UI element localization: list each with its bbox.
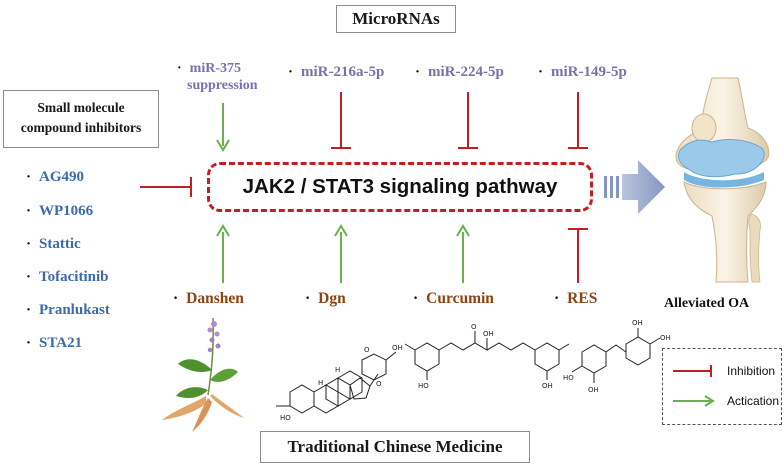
small-molecule-title-line2: compound inhibitors (20, 120, 142, 135)
big-right-arrow (604, 160, 665, 214)
res-oh1-label: OH (588, 386, 599, 394)
mirna-216a: ·miR-216a-5p (288, 64, 385, 80)
tcm-dgn-label: Dgn (318, 290, 346, 307)
danshen-activation-arrow (216, 224, 230, 283)
danshen-plant-illustration (162, 317, 244, 432)
tcm-res-label: RES (567, 290, 598, 307)
dgn-ho-label: HO (280, 414, 291, 422)
alleviated-oa-label: Alleviated OA (664, 296, 750, 311)
tcm-curcumin-label: Curcumin (426, 290, 494, 307)
res-oh2-label: OH (660, 334, 671, 342)
mirna-216a-label: miR-216a-5p (301, 64, 385, 80)
mirna-149-inhibition-bar (568, 92, 588, 149)
inhibitor-inhibition-bar (140, 177, 192, 197)
knee-joint-illustration (675, 77, 770, 283)
curcumin-ho-label: HO (418, 382, 429, 390)
tcm-title: Traditional Chinese Medicine (260, 431, 530, 463)
dgn-h1-label: H (335, 366, 340, 374)
dgn-oh-label: OH (392, 344, 403, 352)
dgn-o2-label: O (376, 380, 382, 388)
inhibitor-item: ·Tofacitinib (26, 269, 109, 285)
res-chemical-structure (571, 328, 661, 383)
dgn-h2-label: H (318, 379, 323, 387)
curcumin-oh2-label: OH (542, 382, 553, 390)
legend-activation-label: Actication (727, 394, 780, 408)
mirna-216a-inhibition-bar (331, 92, 351, 149)
tcm-danshen: ·Danshen (173, 290, 244, 307)
dgn-activation-arrow (334, 224, 348, 283)
inhibitor-label: Pranlukast (39, 302, 110, 318)
inhibitor-item: ·STA21 (26, 335, 83, 351)
legend-inhibition-label: Inhibition (727, 364, 776, 378)
jak2-stat3-pathway-box: JAK2 / STAT3 signaling pathway (207, 162, 593, 212)
inhibitor-label: Stattic (39, 236, 81, 252)
mirna-375-activation-arrow (216, 103, 230, 152)
res-oh3-label: OH (632, 319, 643, 327)
small-molecule-title-line1: Small molecule (37, 100, 125, 115)
inhibitor-label: AG490 (39, 169, 85, 185)
tcm-curcumin: ·Curcumin (413, 290, 494, 307)
res-inhibition-bar (568, 228, 588, 283)
tcm-dgn: ·Dgn (305, 290, 346, 307)
mirna-375-line2: suppression (187, 78, 258, 93)
curcumin-oh1-label: OH (483, 330, 494, 338)
mirna-149-label: miR-149-5p (551, 64, 627, 80)
tcm-danshen-label: Danshen (186, 290, 244, 307)
dgn-chemical-structure (276, 351, 397, 414)
inhibition-symbol-icon (673, 365, 712, 377)
mirna-375: ·miR-375 suppression (177, 61, 258, 93)
inhibitor-label: STA21 (39, 335, 83, 351)
dgn-o1-label: O (364, 346, 370, 354)
mirna-224: ·miR-224-5p (415, 64, 504, 80)
legend-box: Inhibition Actication (662, 348, 782, 425)
mirna-224-inhibition-bar (458, 92, 478, 149)
inhibitor-label: Tofacitinib (39, 269, 109, 285)
inhibitor-item: ·WP1066 (26, 203, 94, 219)
inhibitor-item: ·AG490 (26, 169, 85, 185)
res-ho1-label: HO (563, 374, 574, 382)
mirna-375-line1: miR-375 (189, 61, 241, 76)
curcumin-o-label: O (471, 323, 477, 331)
curcumin-chemical-structure (404, 331, 570, 380)
mirna-224-label: miR-224-5p (428, 64, 504, 80)
tcm-res: ·RES (554, 290, 598, 307)
inhibitor-item: ·Pranlukast (26, 302, 110, 318)
curcumin-activation-arrow (456, 224, 470, 283)
inhibitor-label: WP1066 (39, 203, 94, 219)
small-molecule-title: Small molecule compound inhibitors (3, 90, 159, 148)
mirna-149: ·miR-149-5p (538, 64, 627, 80)
inhibitor-item: ·Stattic (26, 236, 81, 252)
microrna-title: MicroRNAs (336, 5, 456, 33)
activation-arrow-icon (673, 395, 715, 407)
